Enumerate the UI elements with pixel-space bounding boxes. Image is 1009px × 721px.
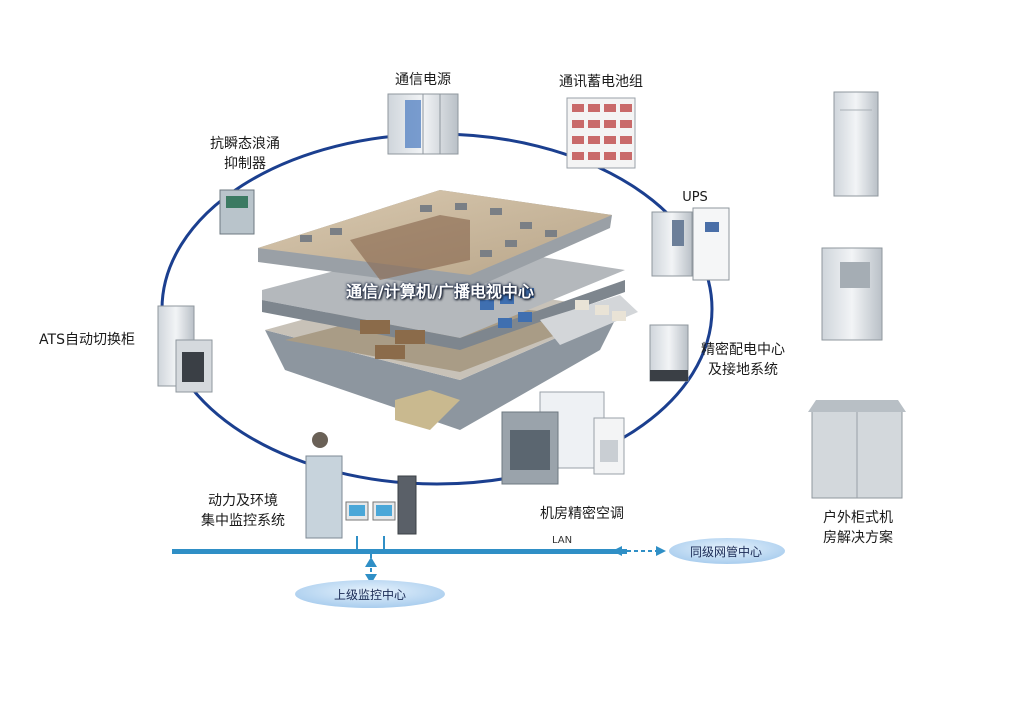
upper-center-label: 上级监控中心: [334, 588, 407, 602]
label-aircon: 机房精密空调: [540, 506, 624, 522]
label-ups: UPS: [682, 190, 708, 205]
center-title: 通信/计算机/广播电视中心: [346, 282, 534, 301]
label-outdoor: 户外柜式机 房解决方案: [806, 508, 910, 548]
label-surge: 抗瞬态浪涌 抑制器: [190, 134, 300, 174]
label-distribution-line2: 及接地系统: [708, 362, 778, 378]
label-distribution-line1: 精密配电中心: [701, 342, 785, 358]
surge-suppressor: [219, 189, 255, 235]
label-surge-line2: 抑制器: [224, 156, 266, 172]
label-battery: 通讯蓄电池组: [559, 74, 643, 90]
upper-center-bubble: [295, 580, 445, 608]
lan-label: LAN: [552, 535, 573, 546]
label-surge-line1: 抗瞬态浪涌: [210, 136, 280, 152]
monitoring-equipment: [305, 432, 417, 539]
lan-bar: [172, 549, 627, 554]
battery-rack: [566, 97, 636, 169]
label-outdoor-line2: 房解决方案: [823, 530, 893, 546]
peer-center-label: 同级网管中心: [690, 545, 763, 559]
label-power-supply: 通信电源: [395, 72, 451, 88]
outdoor-cabinets: [808, 91, 906, 499]
power-supply-cabinet: [387, 93, 459, 155]
label-monitoring-line2: 集中监控系统: [201, 513, 285, 529]
label-monitoring: 动力及环境 集中监控系统: [183, 491, 303, 531]
label-ats: ATS自动切换柜: [39, 332, 135, 348]
label-distribution: 精密配电中心 及接地系统: [688, 340, 798, 380]
peer-center-bubble: [669, 538, 785, 564]
data-center-building: [258, 190, 638, 430]
distribution-cabinet: [649, 324, 689, 382]
label-outdoor-line1: 户外柜式机: [823, 510, 893, 526]
ats-cabinet: [157, 305, 213, 393]
ups-cabinets: [651, 207, 730, 281]
precision-aircon: [501, 391, 625, 485]
label-monitoring-line1: 动力及环境: [208, 493, 278, 509]
